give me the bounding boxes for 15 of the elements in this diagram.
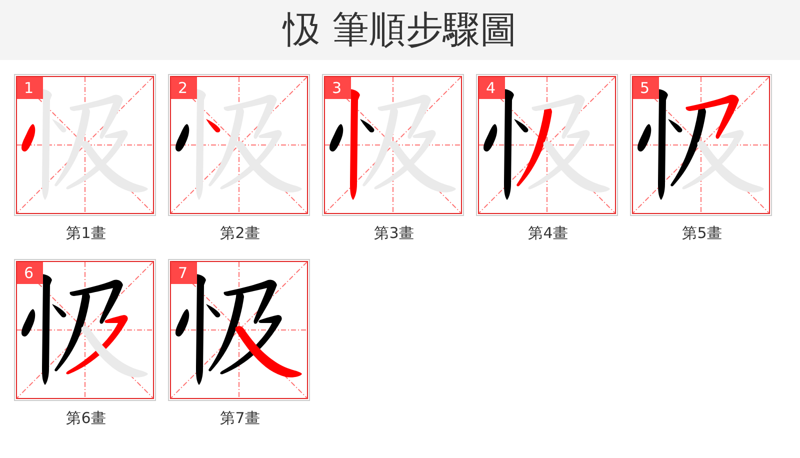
- step-number-badge: 7: [171, 262, 197, 284]
- step-caption: 第5畫: [682, 223, 722, 243]
- step-number-badge: 4: [479, 77, 505, 99]
- step-caption: 第7畫: [220, 408, 260, 428]
- step-number-badge: 5: [633, 77, 659, 99]
- step-caption: 第6畫: [66, 408, 106, 428]
- step-caption: 第3畫: [374, 223, 414, 243]
- step-number-badge: 6: [17, 262, 43, 284]
- step-caption: 第2畫: [220, 223, 260, 243]
- step-number-badge: 3: [325, 77, 351, 99]
- step-number-badge: 2: [171, 77, 197, 99]
- step-caption: 第1畫: [66, 223, 106, 243]
- step-caption: 第4畫: [528, 223, 568, 243]
- title: 忣 筆順步驟圖: [283, 7, 517, 53]
- step-number-badge: 1: [17, 77, 43, 99]
